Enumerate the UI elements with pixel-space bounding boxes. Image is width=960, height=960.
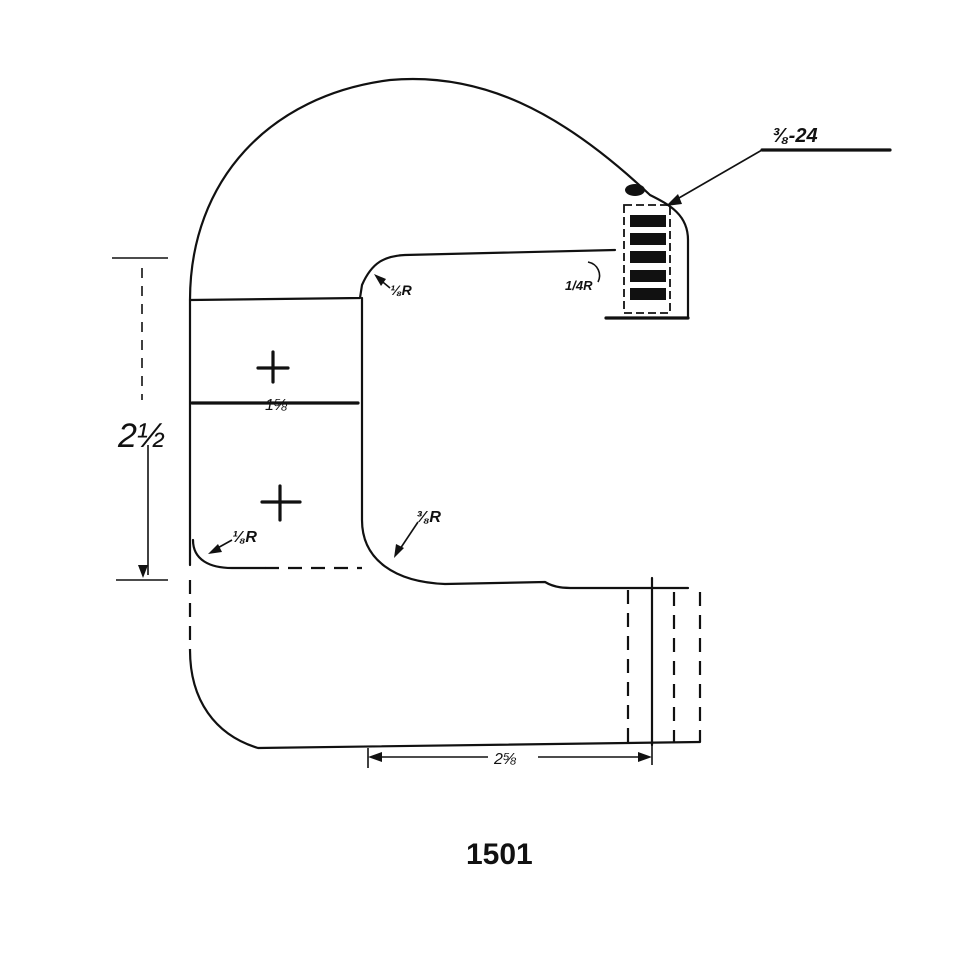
radius-inner-top-label: ⅛R bbox=[390, 282, 413, 298]
inner-width-dimension-label: 1⅝ bbox=[265, 397, 288, 414]
throat-inner-edge bbox=[360, 296, 690, 590]
radius-lower-corner-leader bbox=[208, 539, 233, 554]
center-mark-upper bbox=[256, 350, 290, 384]
lower-body-outline bbox=[188, 648, 702, 750]
radius-jaw-tip-label: 1/4R bbox=[565, 278, 593, 293]
thread-hole bbox=[604, 184, 690, 320]
radius-lower-corner-label: ⅛R bbox=[232, 529, 257, 546]
thread-callout-label: ⅜-24 bbox=[772, 125, 818, 147]
bottom-length-dimension-label: 2⅝ bbox=[493, 751, 517, 768]
radius-inner-top-leader bbox=[374, 274, 391, 289]
upper-arm-inner-edge bbox=[188, 248, 617, 302]
height-dimension bbox=[112, 257, 168, 581]
figure-caption: 1501 bbox=[466, 838, 533, 871]
thread-callout-leader bbox=[666, 148, 892, 206]
height-dimension-label: 2½ bbox=[117, 417, 165, 455]
radius-throat-label: ⅜R bbox=[416, 509, 441, 526]
radius-throat-leader bbox=[394, 521, 419, 558]
center-mark-lower bbox=[260, 484, 302, 522]
bottom-length-dimension bbox=[367, 745, 653, 768]
radius-jaw-tip-leader bbox=[587, 261, 601, 283]
lower-left-inner-corner bbox=[191, 538, 267, 570]
clamp-outer-outline bbox=[188, 77, 690, 567]
